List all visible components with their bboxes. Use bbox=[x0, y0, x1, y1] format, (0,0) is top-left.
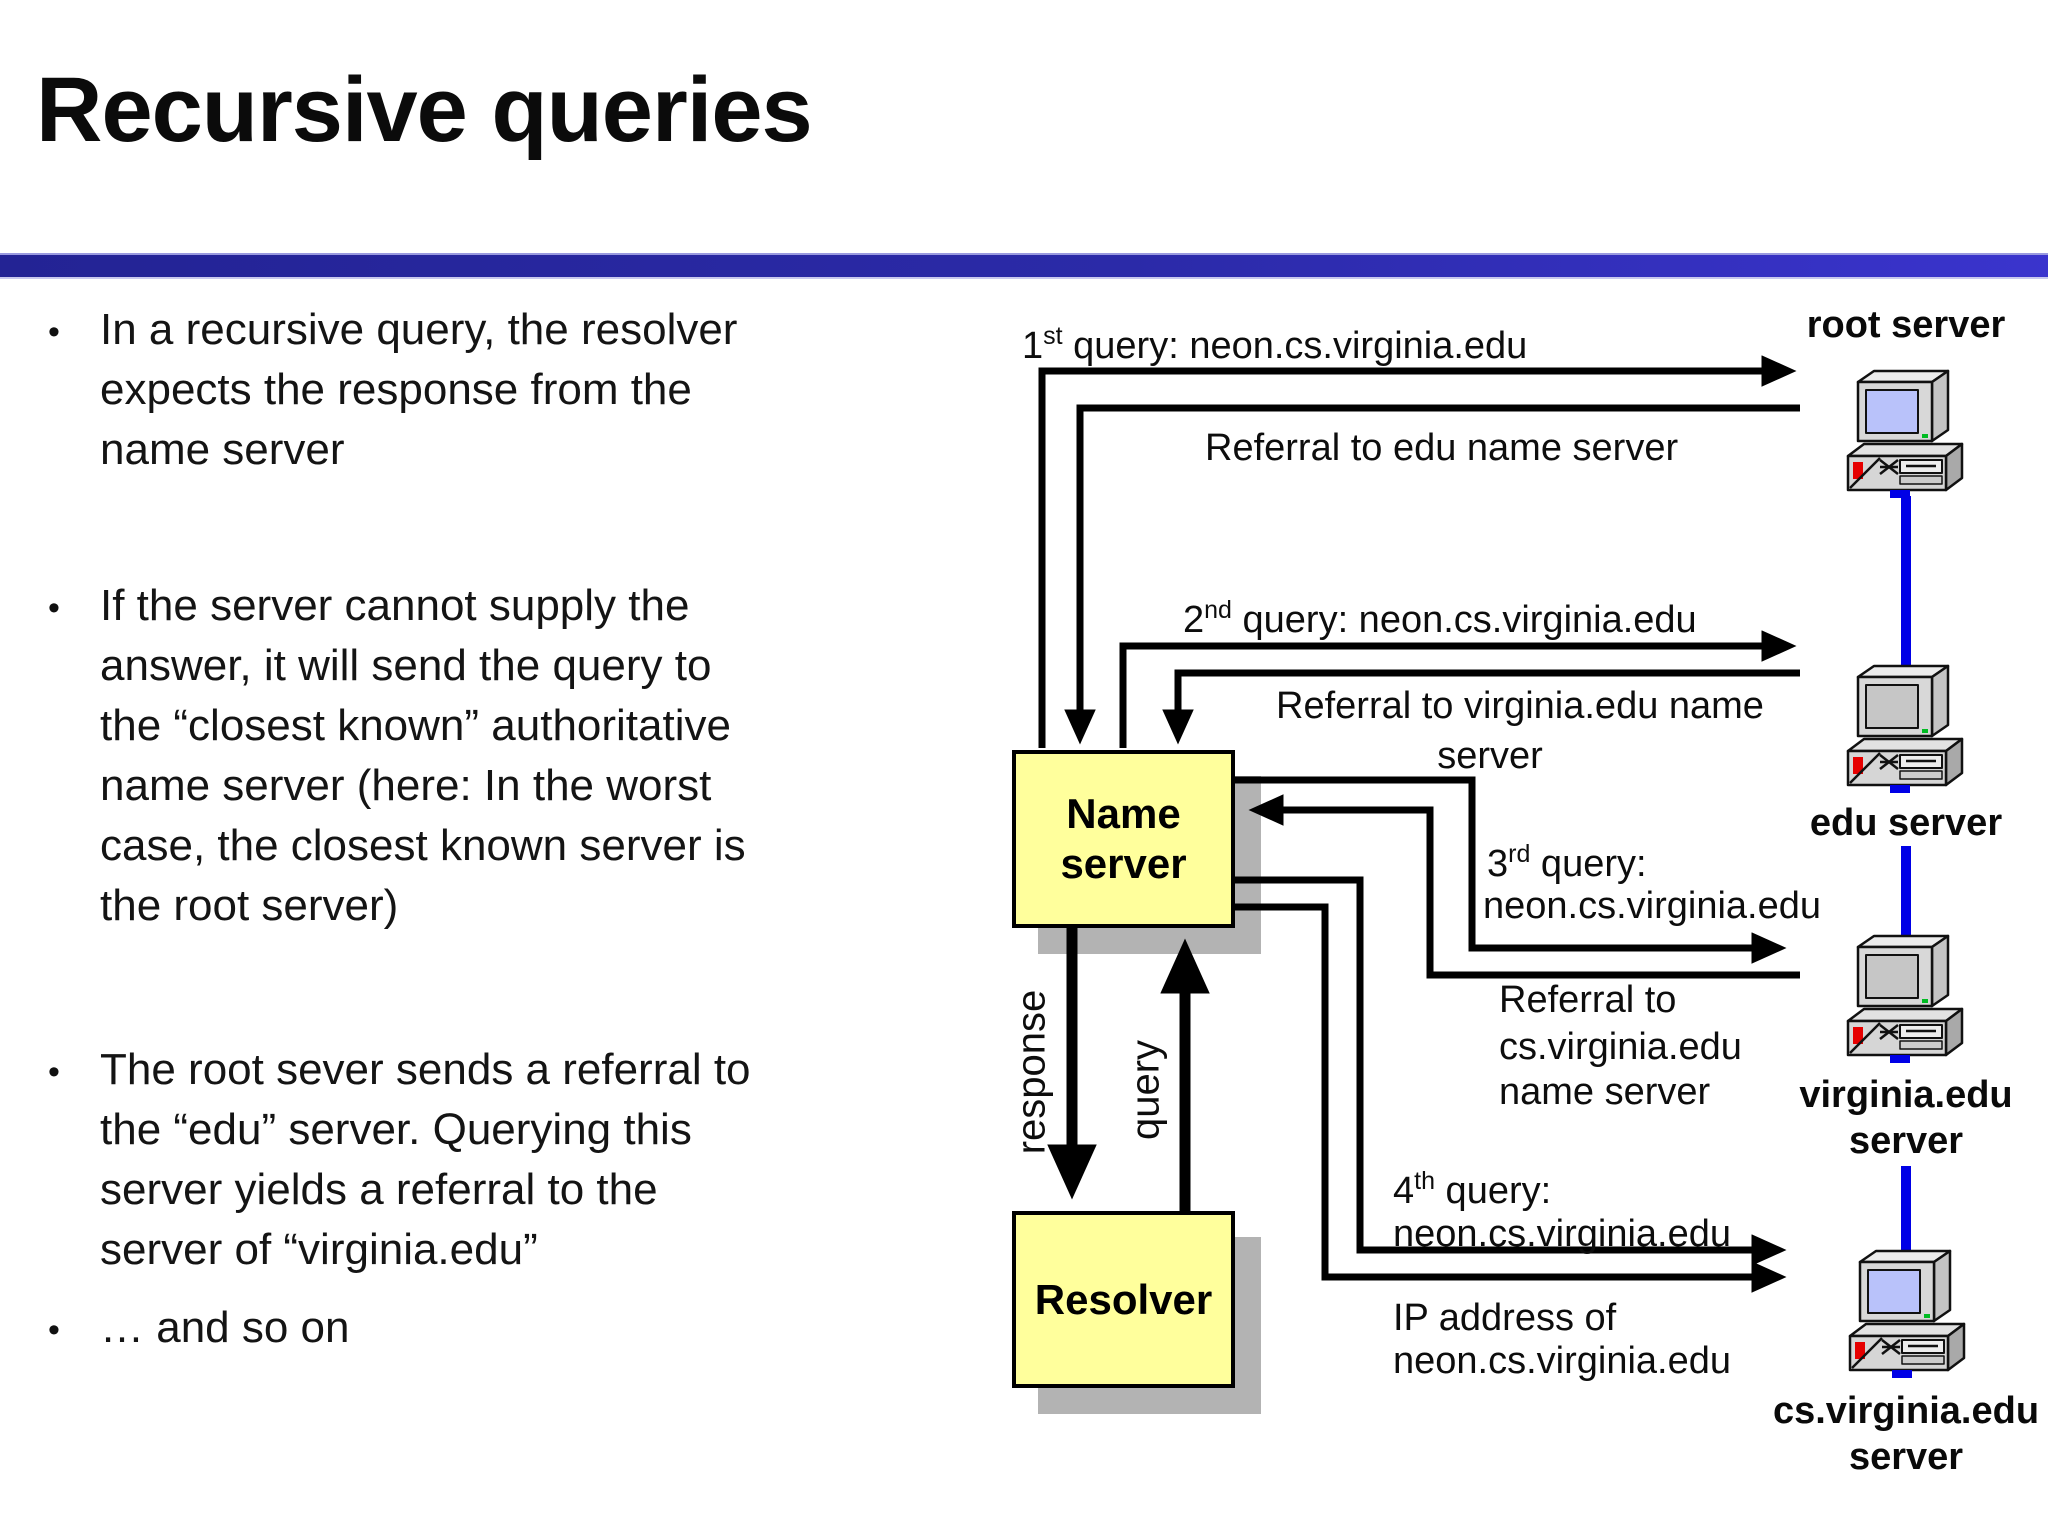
label-third-query: 3rd query: neon.cs.virginia.edu bbox=[1483, 840, 1821, 927]
server-label-virginia: virginia.edu server bbox=[1799, 1074, 2013, 1162]
arrow-referral-virginia bbox=[1248, 794, 1800, 979]
title-divider-bar bbox=[0, 253, 2048, 279]
bullet-icon: • bbox=[48, 1053, 60, 1091]
arrow-second-query bbox=[1119, 630, 1797, 748]
computer-icon-cs-server bbox=[1848, 1249, 1966, 1378]
bullet-item: • The root sever sends a referral to the… bbox=[48, 1040, 958, 1280]
computer-icon-root-server bbox=[1846, 369, 1964, 498]
bullet-item: • If the server cannot supply the answer… bbox=[48, 576, 958, 936]
bullet-item: • … and so on bbox=[48, 1298, 958, 1360]
bullet-text: … and so on bbox=[100, 1303, 350, 1352]
arrow-fourth-query bbox=[1235, 876, 1787, 1266]
bullet-text: In a recursive query, the resolver expec… bbox=[100, 305, 738, 474]
label-referral-virginia: Referral to cs.virginia.edu name server bbox=[1499, 979, 1742, 1113]
svg-text:Referral to virginia.edu name: Referral to virginia.edu name bbox=[1276, 685, 1764, 727]
label-fourth-query: 4th query: neon.cs.virginia.edu bbox=[1393, 1167, 1731, 1255]
bullet-icon: • bbox=[48, 589, 60, 627]
bullet-icon: • bbox=[48, 1311, 60, 1349]
svg-text:name server: name server bbox=[1499, 1071, 1711, 1113]
computer-icon-virginia-server bbox=[1846, 934, 1964, 1063]
label-second-query: 2nd query: neon.cs.virginia.edu bbox=[1183, 596, 1697, 641]
svg-text:cs.virginia.edu: cs.virginia.edu bbox=[1499, 1026, 1742, 1068]
bullet-list: • In a recursive query, the resolver exp… bbox=[48, 300, 958, 1360]
resolver-box: Resolver bbox=[1012, 1211, 1235, 1388]
server-label-edu: edu server bbox=[1809, 802, 2003, 844]
computer-icon-edu-server bbox=[1846, 664, 1964, 793]
arrow-referral-root bbox=[1064, 404, 1800, 745]
name-server-box: Name server bbox=[1012, 750, 1235, 928]
svg-text:4th query:: 4th query: bbox=[1393, 1167, 1551, 1212]
svg-text:server: server bbox=[1437, 735, 1543, 777]
label-ip-response: IP address of neon.cs.virginia.edu bbox=[1393, 1297, 1731, 1382]
label-referral-root: Referral to edu name server bbox=[1205, 427, 1678, 469]
page-title: Recursive queries bbox=[36, 59, 813, 161]
bullet-icon: • bbox=[48, 313, 60, 351]
server-label-cs: cs.virginia.edu server bbox=[1772, 1390, 2040, 1478]
arrow-ip-response bbox=[1235, 903, 1787, 1293]
bullet-text: If the server cannot supply the answer, … bbox=[100, 581, 746, 930]
server-label-root: root server bbox=[1806, 304, 2006, 346]
svg-text:IP address of: IP address of bbox=[1393, 1297, 1617, 1339]
svg-text:3rd query:: 3rd query: bbox=[1487, 840, 1647, 885]
svg-text:Referral to: Referral to bbox=[1499, 979, 1676, 1021]
bullet-text: The root sever sends a referral to the “… bbox=[100, 1045, 751, 1274]
svg-text:neon.cs.virginia.edu: neon.cs.virginia.edu bbox=[1483, 885, 1821, 927]
arrow-third-query bbox=[1235, 776, 1787, 964]
label-referral-edu: Referral to virginia.edu name server bbox=[1276, 685, 1764, 777]
arrow-first-query bbox=[1038, 355, 1797, 748]
label-first-query: 1st query: neon.cs.virginia.edu bbox=[1022, 322, 1527, 367]
svg-text:neon.cs.virginia.edu: neon.cs.virginia.edu bbox=[1393, 1340, 1731, 1382]
arrow-referral-edu bbox=[1162, 669, 1800, 745]
bullet-item: • In a recursive query, the resolver exp… bbox=[48, 300, 958, 480]
svg-text:neon.cs.virginia.edu: neon.cs.virginia.edu bbox=[1393, 1213, 1731, 1255]
